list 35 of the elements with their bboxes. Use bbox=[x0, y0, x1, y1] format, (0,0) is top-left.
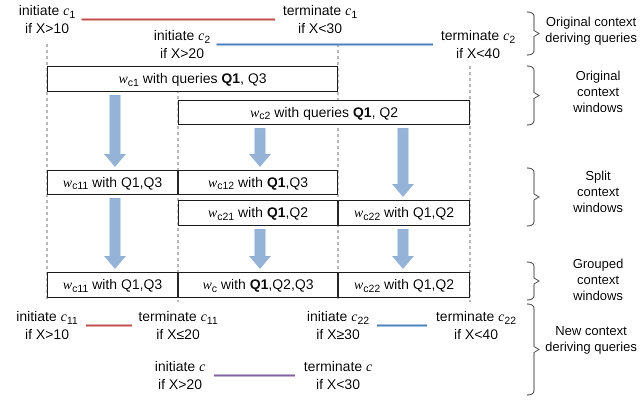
connector-line bbox=[214, 374, 295, 376]
context-window-box: w$_{c22}$ with Q1,Q2 bbox=[338, 272, 470, 298]
context-window-box: w$_{c11}$ with Q1,Q3 bbox=[47, 170, 178, 195]
query-label: initiate c$_{22}$ if X≥30 bbox=[303, 308, 373, 343]
query-label: terminate c$_{11}$ if X≤20 bbox=[136, 308, 220, 343]
connector-line bbox=[216, 44, 433, 46]
block-arrow bbox=[104, 95, 126, 167]
connector-line bbox=[86, 324, 132, 326]
connector-line bbox=[377, 324, 427, 326]
query-label: initiate c$_{2}$ if X>20 bbox=[152, 27, 212, 62]
query-label: terminate c$_{1}$ if X<30 bbox=[279, 2, 361, 37]
block-arrow bbox=[104, 198, 126, 269]
query-label: initiate c$_{1}$ if X>10 bbox=[16, 2, 78, 37]
query-label: terminate c$_{2}$ if X<40 bbox=[437, 27, 519, 62]
block-arrow bbox=[392, 229, 414, 269]
context-window-box: w$_{c12}$ with Q1,Q3 bbox=[178, 170, 338, 195]
query-label: initiate c if X>20 bbox=[150, 358, 210, 393]
context-window-box: w$_{c11}$ with Q1,Q3 bbox=[47, 272, 178, 298]
context-window-box: w$_{c}$ with Q1,Q2,Q3 bbox=[178, 272, 338, 298]
query-label: terminate c if X<30 bbox=[299, 358, 377, 393]
connector-line bbox=[82, 18, 275, 20]
query-label: terminate c$_{22}$ if X<40 bbox=[431, 308, 521, 343]
context-window-box: w$_{c2}$ with queries Q1, Q2 bbox=[178, 100, 470, 125]
row-label: New context deriving queries bbox=[544, 323, 638, 355]
block-arrow bbox=[392, 128, 414, 197]
context-window-box: w$_{c1}$ with queries Q1, Q3 bbox=[47, 66, 338, 92]
block-arrow bbox=[249, 128, 271, 167]
row-label: Grouped context windows bbox=[572, 256, 624, 304]
block-arrow bbox=[249, 229, 271, 269]
row-label: Original context deriving queries bbox=[544, 14, 638, 46]
query-label: initiate c$_{11}$ if X>10 bbox=[12, 308, 82, 343]
context-window-box: w$_{c22}$ with Q1,Q2 bbox=[338, 200, 470, 226]
row-label: Split context windows bbox=[572, 168, 624, 216]
row-label: Original context windows bbox=[572, 68, 624, 116]
context-window-box: w$_{c21}$ with Q1,Q2 bbox=[178, 200, 338, 226]
